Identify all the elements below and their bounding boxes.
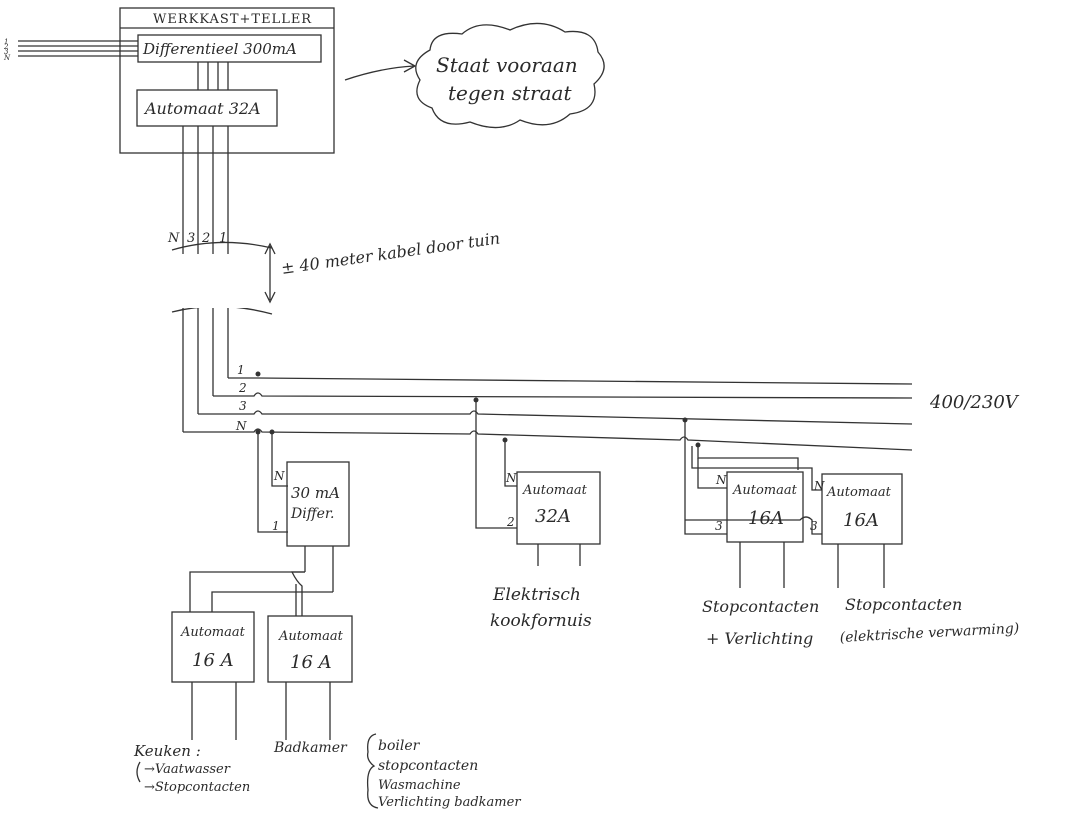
rcd-30-wire-1: 1 — [272, 519, 280, 533]
incoming-supply: 1 2 3 N — [3, 38, 138, 62]
breaker-cooker-wire-n: N — [505, 471, 517, 485]
kitchen-note: Keuken : →Vaatwasser →Stopcontacten — [133, 742, 250, 795]
main-rcd: Differentieel 300mA — [137, 34, 322, 63]
cable-conductor-3: 3 — [187, 231, 195, 246]
kitchen-note-title: Keuken : — [133, 742, 201, 760]
breaker-cooker-wire-phase: 2 — [506, 515, 515, 529]
main-rcd-label: Differentieel 300mA — [142, 40, 297, 58]
main-breaker: Automaat 32A — [136, 89, 278, 127]
garden-cable — [171, 126, 273, 432]
breaker-cooker-line-1: Automaat — [522, 483, 588, 498]
feed-label-2: 2 — [3, 43, 9, 51]
location-cloud: Staat vooraan tegen straat — [415, 22, 605, 129]
bath-note-item-3: Wasmachine — [378, 778, 461, 793]
bus-label-3: 3 — [239, 399, 247, 413]
breaker-heating-wire-n: N — [813, 479, 825, 493]
distance-arrow — [264, 242, 276, 304]
sockets-note-line-1: Stopcontacten — [702, 597, 819, 616]
cooker-note-line-1: Elektrisch — [492, 585, 581, 605]
feed-label-n: N — [3, 54, 11, 62]
cooker-wiring — [475, 400, 517, 529]
cloud-note-line-2: tegen straat — [448, 81, 572, 105]
rcd-30-wiring — [189, 432, 334, 616]
breaker-sockets-wire-phase: 3 — [715, 519, 723, 533]
breaker-bath: Automaat 16 A — [267, 615, 353, 740]
breaker-heating-line-1: Automaat — [826, 485, 892, 500]
bath-note-item-4: Verlichting badkamer — [378, 795, 521, 810]
breaker-kitchen-line-1: Automaat — [180, 625, 246, 640]
heating-note-line-2: (elektrische verwarming) — [839, 621, 1019, 646]
bus-bars — [183, 371, 913, 451]
breaker-bath-line-2: 16 A — [290, 652, 332, 673]
sockets-heating-wiring — [684, 420, 822, 535]
rcd-30-wire-n: N — [273, 469, 285, 483]
kitchen-note-item-1: →Vaatwasser — [144, 762, 231, 777]
breaker-heating: Automaat 16A — [821, 473, 903, 588]
bath-note-item-2: stopcontacten — [378, 758, 478, 774]
bus-voltage: 400/230V — [929, 392, 1020, 413]
rcd-30: 30 mA Differ. — [286, 461, 350, 547]
breaker-bath-line-1: Automaat — [278, 629, 344, 644]
breaker-cooker-line-2: 32A — [535, 506, 571, 527]
cooker-note-line-2: kookfornuis — [490, 611, 592, 631]
breaker-kitchen: Automaat 16 A — [171, 611, 255, 740]
bus-label-1: 1 — [237, 363, 245, 377]
breaker-sockets-line-2: 16A — [748, 508, 784, 529]
bus-label-2: 2 — [238, 381, 247, 395]
bath-note: Badkamer boiler stopcontacten Wasmachine… — [273, 733, 521, 810]
breaker-kitchen-line-2: 16 A — [192, 650, 234, 671]
cable-conductor-2: 2 — [201, 231, 210, 246]
rcd-30-line-1: 30 mA — [291, 484, 340, 502]
cable-conductor-1: 1 — [219, 231, 227, 246]
meter-box: WERKKAST+TELLER — [119, 7, 335, 154]
rcd-30-line-2: Differ. — [290, 506, 335, 522]
cable-conductor-n: N — [167, 231, 180, 246]
meter-box-title: WERKKAST+TELLER — [153, 12, 312, 27]
bath-note-title: Badkamer — [273, 740, 348, 756]
breaker-sockets-wire-n: N — [715, 473, 727, 487]
breaker-sockets: Automaat 16A — [726, 471, 804, 588]
bus-label-n: N — [235, 419, 247, 433]
feed-label-3: 3 — [4, 48, 9, 56]
breaker-sockets-line-1: Automaat — [732, 483, 798, 498]
breaker-heating-wire-phase: 3 — [810, 519, 818, 533]
cable-note: ± 40 meter kabel door tuin — [280, 228, 501, 278]
kitchen-note-item-2: →Stopcontacten — [144, 780, 250, 795]
bath-note-item-1: boiler — [378, 738, 421, 754]
sockets-note-line-2: + Verlichting — [706, 629, 813, 648]
feed-label-1: 1 — [4, 38, 8, 46]
breaker-cooker: Automaat 32A — [516, 471, 601, 566]
cloud-arrow — [344, 59, 417, 81]
breaker-heating-line-2: 16A — [843, 510, 879, 531]
internal-wiring — [197, 62, 229, 90]
cloud-note-line-1: Staat vooraan — [436, 53, 578, 77]
heating-note-line-1: Stopcontacten — [845, 595, 962, 614]
main-breaker-label: Automaat 32A — [143, 99, 261, 118]
